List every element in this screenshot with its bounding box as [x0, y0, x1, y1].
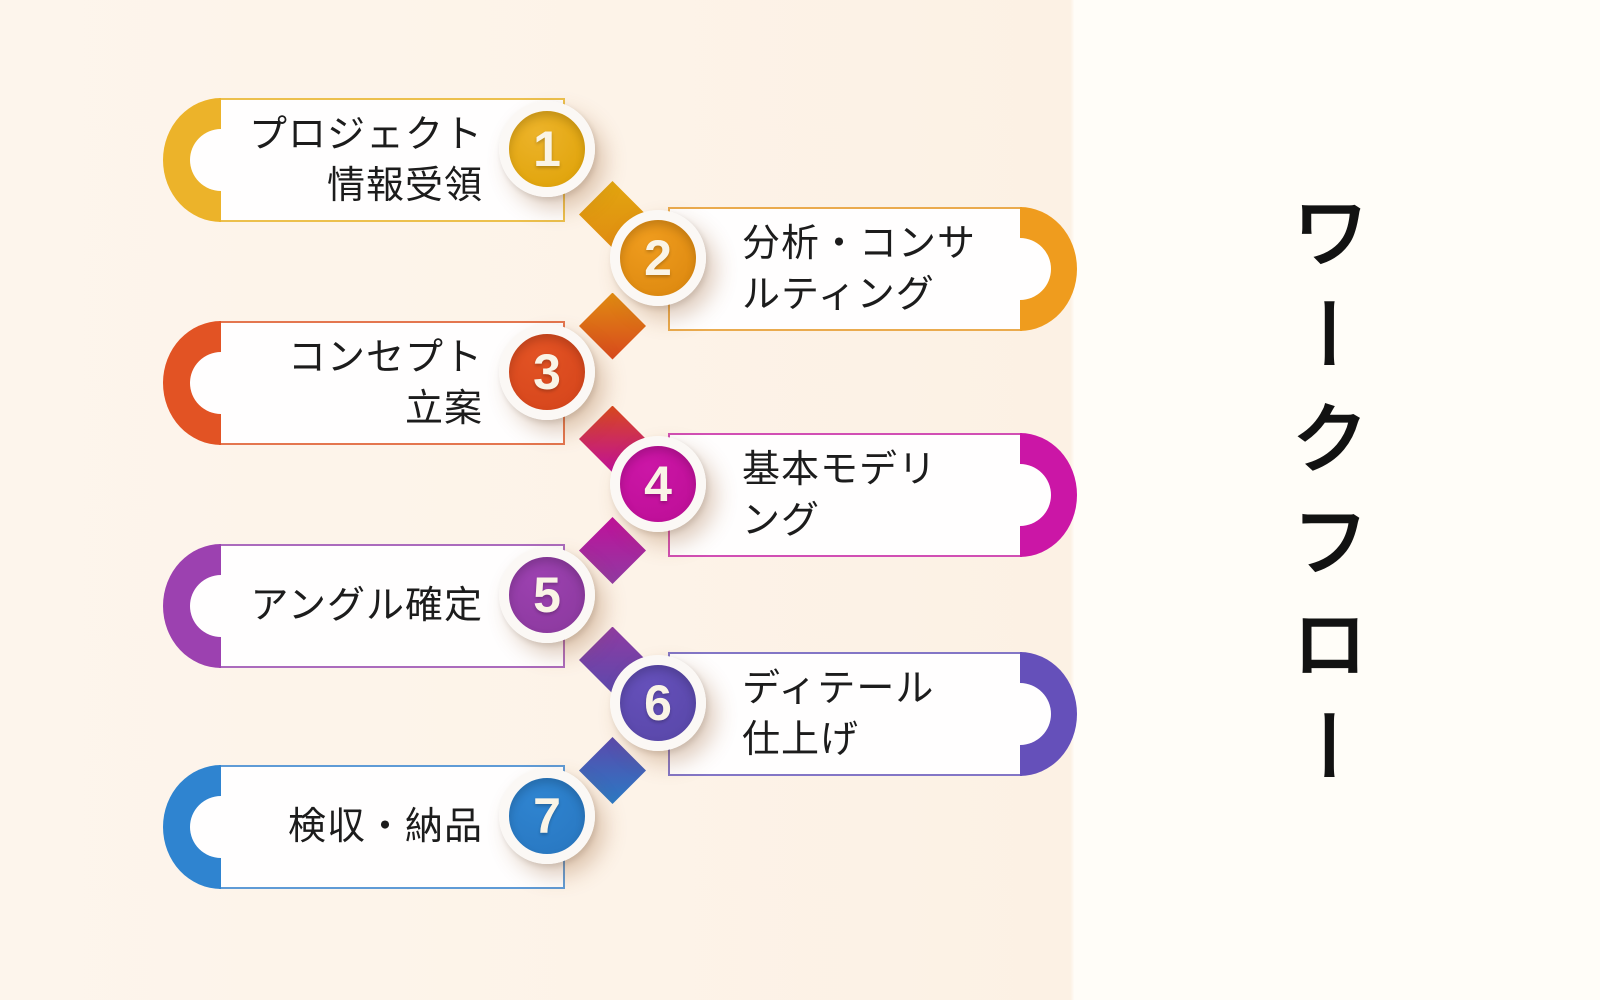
pill-end-cap: [163, 765, 221, 889]
step-label-box: ディテール 仕上げ: [668, 652, 1022, 776]
step-number: 7: [533, 788, 561, 844]
step-label: コンセプト 立案: [287, 334, 483, 430]
workflow-step: コンセプト 立案 3: [163, 321, 615, 445]
step-label: 基本モデリ ング: [742, 446, 938, 542]
page-title: ワークフロー: [1278, 192, 1368, 810]
step-number: 4: [644, 456, 672, 512]
step-label: 検収・納品: [287, 804, 483, 849]
pill-end-cap: [1020, 433, 1077, 557]
step-label-box: 検収・納品: [219, 765, 565, 889]
pill-end-cap: [1020, 652, 1077, 776]
step-label: プロジェクト 情報受領: [248, 111, 483, 207]
step-number-badge: 3: [499, 324, 595, 420]
step-number: 3: [533, 344, 561, 400]
pill-end-cap: [1020, 207, 1077, 331]
step-number: 1: [533, 121, 561, 177]
workflow-step: プロジェクト 情報受領 1: [163, 98, 615, 222]
workflow-step: 検収・納品 7: [163, 765, 615, 889]
step-number-badge: 2: [610, 210, 706, 306]
step-label: アングル確定: [250, 583, 483, 628]
pill-end-cap: [163, 544, 221, 668]
pill-end-cap: [163, 98, 221, 222]
pill-end-cap: [163, 321, 221, 445]
step-number-badge: 7: [499, 768, 595, 864]
step-label-box: 基本モデリ ング: [668, 433, 1022, 557]
workflow-step: 基本モデリ ング 4: [610, 433, 1077, 557]
step-label: ディテール 仕上げ: [742, 665, 935, 761]
step-number-badge: 4: [610, 436, 706, 532]
step-label: 分析・コンサ ルティング: [742, 220, 977, 316]
step-number: 2: [644, 230, 672, 286]
step-label-box: 分析・コンサ ルティング: [668, 207, 1022, 331]
step-number-badge: 1: [499, 101, 595, 197]
step-number: 5: [533, 567, 561, 623]
workflow-step: 分析・コンサ ルティング 2: [610, 207, 1077, 331]
step-number-badge: 5: [499, 547, 595, 643]
workflow-step: ディテール 仕上げ 6: [610, 652, 1077, 776]
step-number: 6: [644, 675, 672, 731]
workflow-step: アングル確定 5: [163, 544, 615, 668]
step-number-badge: 6: [610, 655, 706, 751]
